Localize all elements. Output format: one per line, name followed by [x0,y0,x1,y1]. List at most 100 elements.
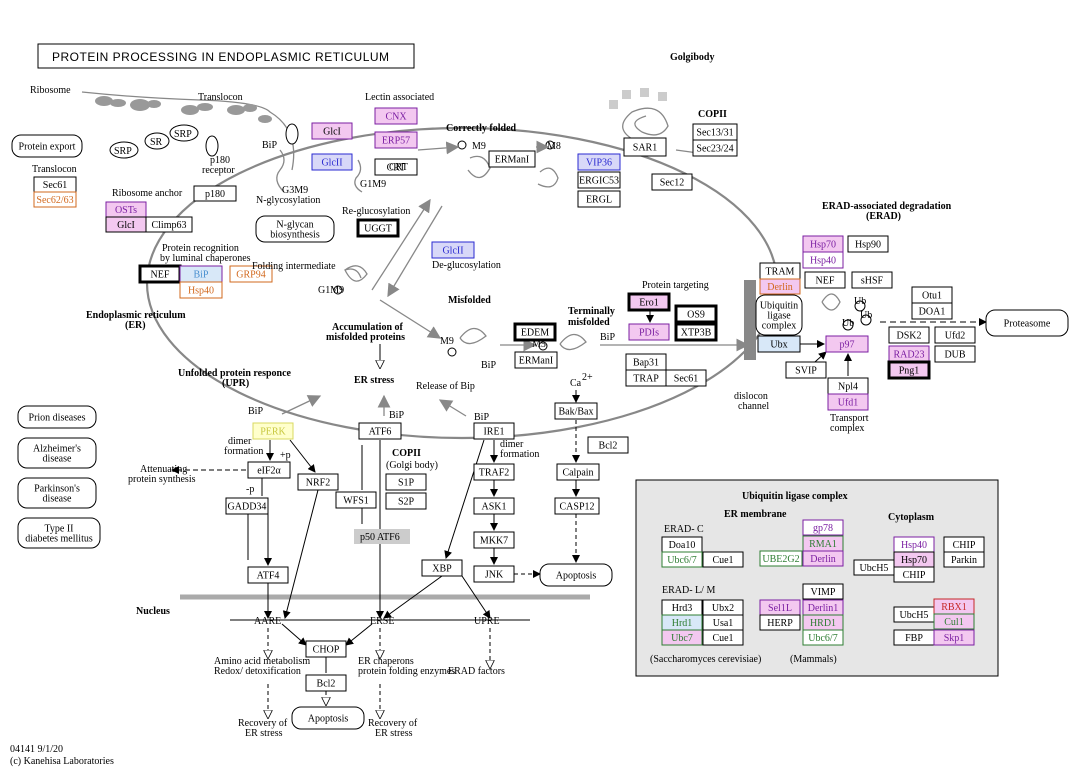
gene-grp94[interactable]: GRP94 [229,265,273,283]
gene-cul1[interactable]: Cul1 [933,613,975,630]
gene-p180[interactable]: p180 [193,185,237,202]
gene-ergl[interactable]: ERGL [577,190,621,208]
gene-sar1[interactable]: SAR1 [623,137,667,157]
gene-s1p[interactable]: S1P [385,473,427,491]
gene-trap[interactable]: TRAP [625,369,667,387]
gene-dsk2[interactable]: DSK2 [888,326,930,344]
gene-sec1331[interactable]: Sec13/31 [692,123,738,141]
gene-cue1a[interactable]: Cue1 [702,551,744,568]
gene-calpain[interactable]: Calpain [556,463,600,481]
gene-ubx2[interactable]: Ubx2 [702,599,744,616]
gene-usa1[interactable]: Usa1 [702,614,744,631]
gene-eif2a[interactable]: eIF2α [247,461,291,479]
gene-climp63[interactable]: Climp63 [145,216,193,233]
gene-atf4[interactable]: ATF4 [247,566,289,584]
gene-sec2324[interactable]: Sec23/24 [692,139,738,157]
gene-hsp40b[interactable]: Hsp40 [802,251,844,269]
gene-svip[interactable]: SVIP [785,361,827,379]
gene-bcl2b[interactable]: Bcl2 [305,674,347,692]
gene-npl4[interactable]: Npl4 [827,377,869,395]
gene-otu1[interactable]: Otu1 [911,286,953,304]
gene-sec6263[interactable]: Sec62/63 [33,191,77,208]
gene-edem[interactable]: EDEM [513,322,557,342]
gene-gp78[interactable]: gp78 [802,519,844,536]
gene-traf2[interactable]: TRAF2 [473,463,515,481]
gene-ufd1a[interactable]: Ufd1 [827,393,869,411]
gene-dub[interactable]: DUB [934,345,976,363]
gene-hrd3[interactable]: Hrd3 [661,599,703,616]
link-apoptosis2[interactable]: Apoptosis [291,706,365,730]
gene-skp1[interactable]: Skp1 [933,629,975,646]
gene-ire1[interactable]: IRE1 [473,422,515,440]
gene-perk[interactable]: PERK [252,422,294,440]
gene-chip2[interactable]: CHIP [893,566,935,583]
gene-osts[interactable]: OSTs [105,201,147,218]
gene-sec12[interactable]: Sec12 [651,173,693,191]
gene-atf6[interactable]: ATF6 [358,422,402,440]
gene-ero1[interactable]: Ero1 [627,292,671,312]
gene-doa1[interactable]: DOA1 [911,302,953,320]
gene-hrd1b[interactable]: HRD1 [802,614,844,631]
gene-tram[interactable]: TRAM [759,262,801,280]
gene-chop[interactable]: CHOP [305,640,347,658]
gene-derlin3[interactable]: Derlin1 [802,599,844,616]
gene-mkk7[interactable]: MKK7 [473,531,515,549]
gene-pdis[interactable]: PDIs [628,323,670,341]
gene-sec61b[interactable]: Sec61 [665,369,707,387]
gene-ubc7a[interactable]: Ubc7 [661,629,703,646]
gene-cue1b[interactable]: Cue1 [702,629,744,646]
gene-glcii2[interactable]: GlcII [431,241,475,259]
gene-gadd34[interactable]: GADD34 [225,497,269,515]
gene-fbp[interactable]: FBP [893,629,935,646]
gene-chip1[interactable]: CHIP [943,536,985,553]
gene-ermani1[interactable]: ERManI [488,150,536,168]
gene-sel1l[interactable]: Sel1L [759,599,801,616]
gene-ube2g2[interactable]: UBE2G2 [759,550,803,567]
gene-bcl2a[interactable]: Bcl2 [587,436,629,454]
gene-ask1[interactable]: ASK1 [473,497,515,515]
gene-rad23[interactable]: RAD23 [888,345,930,363]
gene-crt[interactable]: CRT [374,158,418,176]
gene-glci2[interactable]: GlcI [311,122,353,140]
gene-derlin[interactable]: Derlin [759,278,801,295]
gene-xtp3b[interactable]: XTP3B [674,322,718,342]
link-apoptosis1[interactable]: Apoptosis [539,563,613,587]
gene-vip36[interactable]: VIP36 [577,153,621,171]
gene-hsp40a[interactable]: Hsp40 [179,281,223,299]
gene-jnk[interactable]: JNK [473,565,515,583]
gene-glcii[interactable]: GlcII [311,153,353,171]
gene-casp12[interactable]: CASP12 [554,497,600,515]
gene-png1[interactable]: Png1 [887,360,931,380]
gene-bakbax[interactable]: Bak/Bax [554,402,598,420]
gene-ubch5b[interactable]: UbcH5 [893,606,935,623]
gene-os9[interactable]: OS9 [674,304,718,324]
gene-nef2[interactable]: NEF [804,271,846,289]
link-protein-export[interactable]: Protein export [11,134,83,158]
gene-ermani2[interactable]: ERManI [514,351,558,369]
gene-doa10[interactable]: Doa10 [661,536,703,553]
gene-hsp90a[interactable]: Hsp90 [847,235,889,253]
gene-bap31[interactable]: Bap31 [625,353,667,371]
gene-p97[interactable]: p97 [825,335,869,353]
gene-nef1[interactable]: NEF [138,264,182,284]
gene-ubch5a[interactable]: UbcH5 [853,559,895,576]
gene-ergic53[interactable]: ERGIC53 [577,171,621,189]
gene-ufd2[interactable]: Ufd2 [934,326,976,344]
gene-hrd1a[interactable]: Hrd1 [661,614,703,631]
gene-rma1[interactable]: RMA1 [802,535,844,552]
gene-hsp70b[interactable]: Hsp70 [893,551,935,568]
gene-nrf2[interactable]: NRF2 [297,473,339,491]
gene-herp[interactable]: HERP [759,614,801,631]
gene-rbx1[interactable]: RBX1 [933,598,975,615]
gene-sec61a[interactable]: Sec61 [33,176,77,193]
gene-hsp40c[interactable]: Hsp40 [893,536,935,553]
gene-wfs1[interactable]: WFS1 [335,491,377,509]
gene-uggt[interactable]: UGGT [356,218,400,238]
gene-vimp[interactable]: VIMP [802,583,844,600]
gene-ubx[interactable]: Ubx [757,335,801,353]
